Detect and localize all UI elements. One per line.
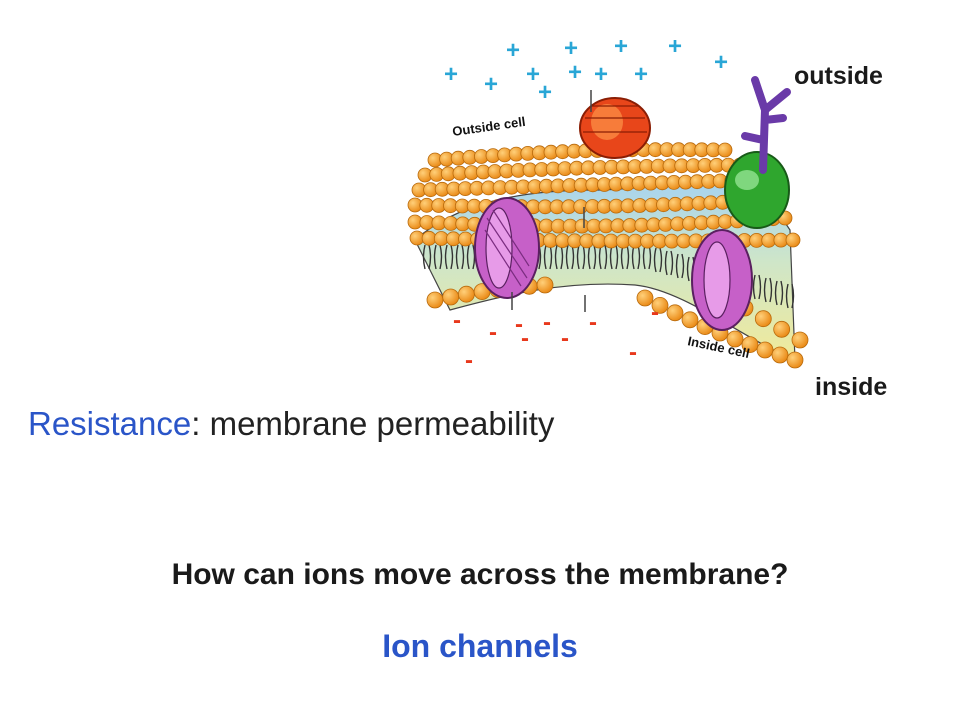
- positive-charge: +: [564, 40, 578, 62]
- lipid-tail: [785, 283, 795, 309]
- negative-charge: -: [489, 319, 497, 346]
- lipid-tail: [675, 253, 685, 279]
- positive-charge: +: [568, 59, 582, 86]
- phospholipid-head: [771, 346, 789, 364]
- positive-charge: +: [484, 71, 498, 98]
- phospholipid-head: [741, 336, 759, 354]
- positive-charge: +: [444, 61, 458, 88]
- positive-charge: +: [506, 40, 520, 64]
- negative-charge: -: [561, 325, 569, 352]
- channel-protein-right: [691, 229, 753, 331]
- answer-text: Ion channels: [382, 628, 578, 664]
- positive-charges: ++++++++++++: [444, 40, 728, 106]
- inside-label: inside: [815, 373, 888, 401]
- resistance-definition: : membrane permeability: [191, 405, 555, 442]
- positive-charge: +: [668, 40, 682, 60]
- outside-cell-label: Outside cell: [451, 114, 526, 139]
- lipid-tail: [752, 274, 762, 300]
- lipid-tail: [653, 247, 663, 273]
- lipid-tail: [455, 244, 465, 270]
- lipid-tail: [664, 250, 674, 276]
- negative-charge: -: [589, 309, 597, 336]
- negative-charge: -: [453, 307, 461, 334]
- negative-charge: -: [515, 311, 523, 338]
- resistance-statement: Resistance: membrane permeability: [28, 405, 554, 443]
- positive-charge: +: [594, 61, 608, 88]
- phospholipid-head: [786, 351, 804, 369]
- negative-charge: -: [651, 299, 659, 326]
- positive-charge: +: [526, 61, 540, 88]
- lipid-tail: [774, 280, 784, 306]
- lipid-tail: [763, 277, 773, 303]
- positive-charge: +: [538, 79, 552, 106]
- pump-protein: [579, 97, 651, 159]
- phospholipid-head: [785, 232, 801, 248]
- phospholipid-head: [536, 276, 554, 294]
- negative-charge: -: [543, 309, 551, 336]
- positive-charge: +: [634, 61, 648, 88]
- phospholipid-head: [681, 311, 699, 329]
- phospholipid-head: [773, 320, 791, 338]
- cell-membrane-diagram: Outside cell Inside cell ++++++++++++ --…: [407, 40, 809, 374]
- negative-charge: -: [521, 325, 529, 352]
- lipid-tail: [433, 244, 443, 270]
- phospholipid-head: [458, 285, 475, 303]
- positive-charge: +: [614, 40, 628, 60]
- lipid-tail: [422, 244, 432, 270]
- negative-charges: ----------: [453, 299, 659, 374]
- phospholipid-head: [666, 304, 684, 322]
- channel-protein-left: [474, 197, 540, 299]
- positive-charge: +: [714, 49, 728, 76]
- phospholipid-head: [442, 288, 460, 306]
- phospholipid-head: [717, 142, 733, 158]
- phospholipid-head: [754, 310, 772, 328]
- outside-label: outside: [794, 62, 883, 90]
- negative-charge: -: [629, 339, 637, 366]
- phospholipid-head: [756, 341, 774, 359]
- phospholipid-head: [651, 296, 669, 314]
- phospholipid-head: [726, 330, 744, 348]
- resistance-term: Resistance: [28, 405, 192, 442]
- phospholipid-head: [791, 331, 809, 349]
- negative-charge: -: [465, 347, 473, 374]
- question-text: How can ions move across the membrane?: [171, 558, 789, 591]
- phospholipid-head: [636, 289, 654, 307]
- glycoprotein: [724, 76, 791, 229]
- lipid-tail: [444, 244, 454, 270]
- lower-phospholipid-heads: [426, 276, 809, 369]
- phospholipid-head: [426, 291, 444, 309]
